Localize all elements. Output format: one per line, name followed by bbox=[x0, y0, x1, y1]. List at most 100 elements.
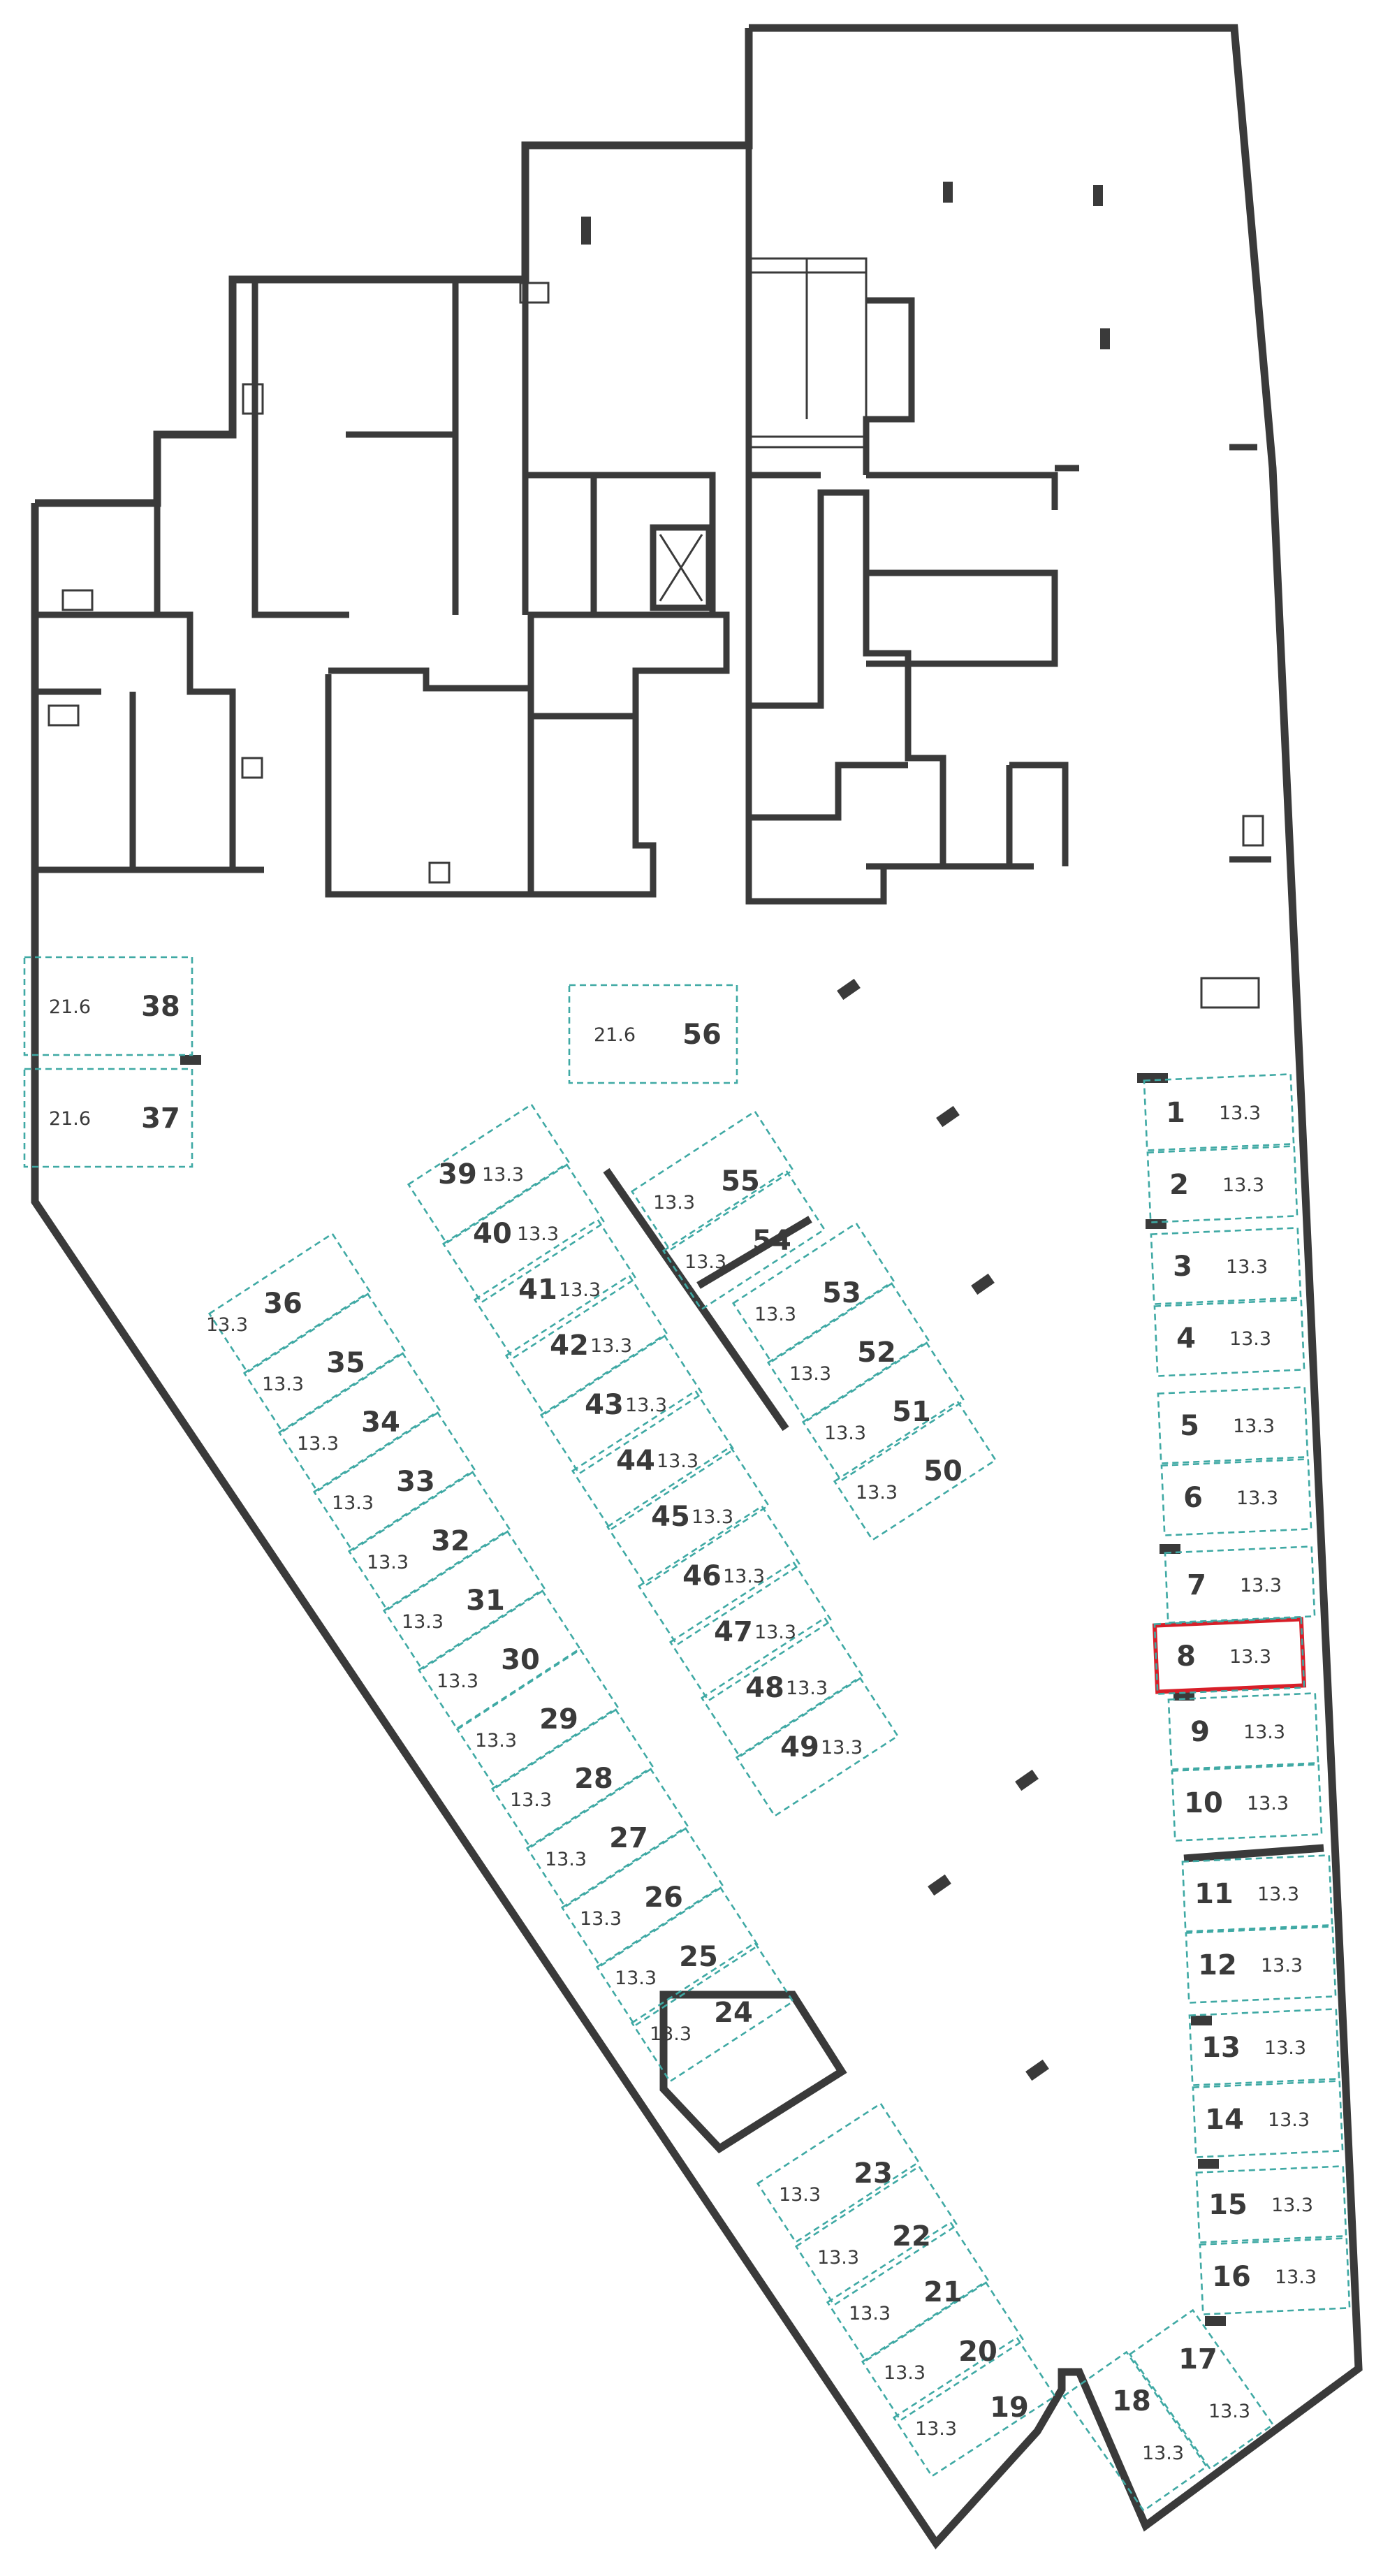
slot-number: 39 bbox=[438, 1158, 477, 1191]
slot-area: 13.3 bbox=[786, 1678, 828, 1699]
slot-outline bbox=[1128, 2308, 1275, 2471]
slot-area: 13.3 bbox=[692, 1506, 733, 1528]
slot-outline bbox=[668, 1561, 833, 1702]
slot-outline bbox=[735, 1676, 900, 1817]
slot-area: 13.3 bbox=[1240, 1575, 1282, 1596]
slot-outline bbox=[560, 1826, 725, 1967]
slot-outline bbox=[826, 2221, 990, 2362]
slot-number: 6 bbox=[1183, 1482, 1203, 1514]
parking-slot-30[interactable]: 30 13.3 bbox=[417, 1589, 582, 1730]
slot-number: 52 bbox=[857, 1337, 896, 1369]
slot-number: 4 bbox=[1176, 1323, 1196, 1355]
slot-area: 21.6 bbox=[49, 996, 91, 1018]
slot-number: 55 bbox=[721, 1165, 760, 1198]
slot-number: 17 bbox=[1178, 2343, 1217, 2375]
slot-number: 50 bbox=[923, 1455, 963, 1487]
slot-number: 10 bbox=[1184, 1787, 1223, 1819]
slot-number: 22 bbox=[892, 2220, 931, 2253]
slot-area: 13.3 bbox=[580, 1908, 622, 1930]
slot-number: 18 bbox=[1112, 2385, 1151, 2417]
slot-number: 19 bbox=[990, 2392, 1029, 2424]
parking-slot-19[interactable]: 19 13.3 bbox=[892, 2336, 1057, 2477]
slot-number: 32 bbox=[431, 1525, 470, 1557]
slot-area: 13.3 bbox=[653, 1192, 695, 1214]
slot-outline bbox=[417, 1589, 582, 1730]
slot-area: 13.3 bbox=[821, 1737, 863, 1759]
slot-outline bbox=[756, 2102, 921, 2243]
slot-outline bbox=[700, 1617, 865, 1758]
slot-area: 13.3 bbox=[262, 1374, 304, 1395]
slot-number: 26 bbox=[644, 1882, 683, 1914]
slot-number: 25 bbox=[679, 1941, 718, 1973]
slot-number: 46 bbox=[682, 1560, 722, 1592]
slot-area: 13.3 bbox=[1219, 1103, 1261, 1124]
parking-slot-26[interactable]: 26 13.3 bbox=[560, 1826, 725, 1967]
slot-outline bbox=[637, 1505, 802, 1646]
slot-area: 13.3 bbox=[824, 1422, 866, 1444]
slot-area: 13.3 bbox=[1226, 1256, 1268, 1278]
slot-outline bbox=[347, 1470, 512, 1611]
slot-area: 13.3 bbox=[437, 1671, 478, 1692]
slot-number: 3 bbox=[1173, 1251, 1192, 1283]
slot-number: 5 bbox=[1180, 1410, 1199, 1442]
slot-area: 13.3 bbox=[779, 2184, 821, 2206]
slot-number: 30 bbox=[501, 1644, 540, 1676]
slot-area: 13.3 bbox=[510, 1789, 552, 1811]
slot-number: 40 bbox=[473, 1218, 512, 1250]
slot-number: 34 bbox=[361, 1406, 400, 1439]
structural-columns bbox=[180, 182, 1226, 2326]
slot-outline bbox=[23, 956, 193, 1056]
slot-outline bbox=[595, 1886, 760, 2027]
slot-area: 13.3 bbox=[1257, 1884, 1299, 1905]
slot-area: 13.3 bbox=[1229, 1646, 1271, 1668]
slot-number: 43 bbox=[585, 1389, 624, 1421]
slot-area: 13.3 bbox=[915, 2418, 957, 2440]
slot-outline bbox=[490, 1708, 655, 1849]
slot-area: 13.3 bbox=[723, 1566, 765, 1587]
